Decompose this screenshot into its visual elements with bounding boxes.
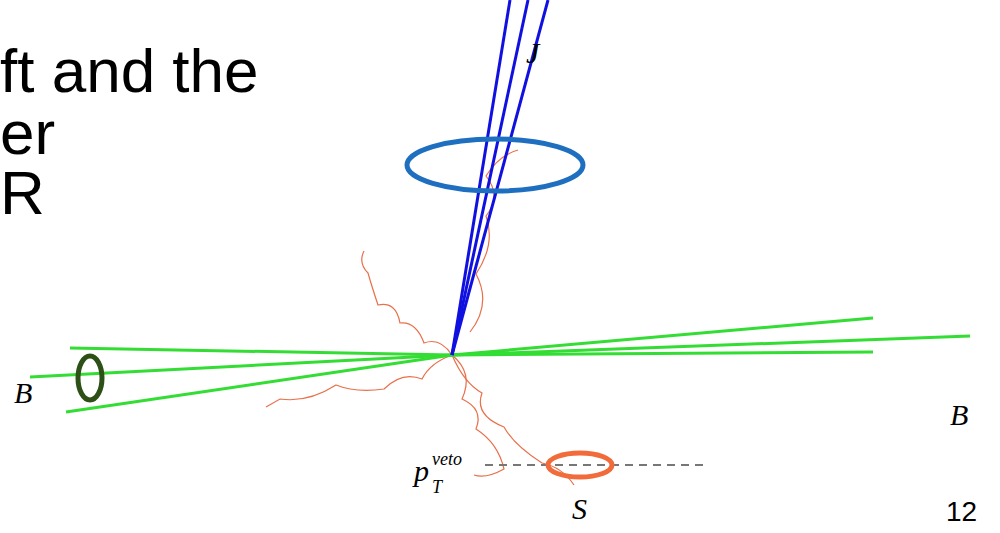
beam-cone [78, 356, 102, 400]
soft-radiation [266, 150, 574, 485]
beam-label: B [14, 378, 32, 408]
slide-text: R [0, 162, 45, 224]
soft-label: S [572, 494, 587, 524]
beam-line [452, 336, 970, 355]
beam-label: B [950, 400, 968, 430]
veto-superscript: veto [432, 450, 462, 468]
page-number: 12 [946, 498, 977, 526]
jet-cone [407, 139, 583, 191]
slide-text: er [0, 102, 55, 164]
veto-threshold [485, 464, 705, 466]
soft-gluon [362, 251, 452, 355]
veto-subscript: T [432, 478, 442, 496]
veto-symbol: p [414, 456, 429, 486]
jet-line [452, 0, 548, 355]
beam-line [66, 355, 452, 412]
beam-line [70, 348, 452, 355]
jet-line [452, 0, 528, 355]
soft-cone [548, 453, 612, 477]
jet-label: J [526, 38, 539, 68]
beam-jets [30, 318, 970, 412]
slide-text: ft and the [0, 40, 259, 102]
beam-line [452, 318, 873, 355]
signal-jet [452, 0, 548, 355]
